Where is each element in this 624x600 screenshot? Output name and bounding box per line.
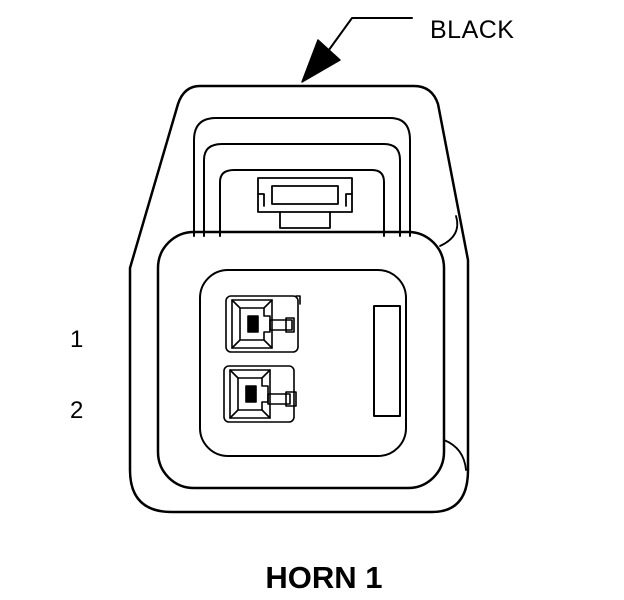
pin-2-label: 2 — [70, 397, 84, 424]
latch-tower — [193, 117, 411, 237]
connector-face — [156, 230, 446, 490]
wire-color-label: BLACK — [430, 16, 515, 44]
pin-1-label: 1 — [70, 326, 84, 353]
latch-tab — [257, 177, 353, 229]
pin-1-terminal — [225, 295, 301, 353]
connector-right-flange-lower — [443, 439, 467, 471]
color-leader-arrow — [301, 17, 413, 83]
terminal-cavity — [199, 269, 407, 457]
connector-title: HORN 1 — [265, 560, 383, 595]
connector-right-flange-upper — [439, 215, 459, 247]
keyway-slot — [373, 305, 401, 417]
pin-2-terminal — [223, 365, 297, 423]
connector-outer-housing — [128, 84, 470, 514]
